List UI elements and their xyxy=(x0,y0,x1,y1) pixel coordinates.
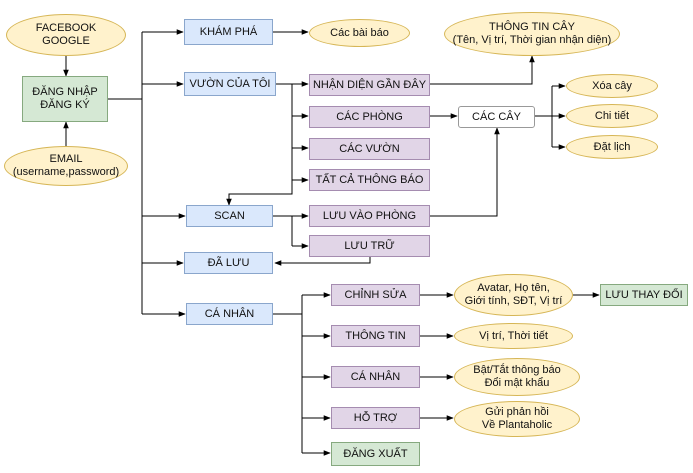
bat-tat-line-2: Đổi mật khẩu xyxy=(484,377,550,389)
cac-phong-node: CÁC PHÒNG xyxy=(309,106,430,128)
cac-bai-bao-node: Các bài báo xyxy=(309,19,410,47)
xoa-cay-node: Xóa cây xyxy=(566,74,658,98)
ca-nhan-sub-node: CÁ NHÂN xyxy=(331,366,420,388)
cac-cay-node: CÁC CÂY xyxy=(458,106,535,128)
cac-bai-bao-label: Các bài báo xyxy=(330,26,389,39)
ca-nhan-label: CÁ NHÂN xyxy=(204,307,255,320)
facebook-google-line-2: GOOGLE xyxy=(42,35,90,47)
arrow-vuon-to-scan xyxy=(226,180,293,206)
da-luu-label: ĐÃ LƯU xyxy=(207,256,250,269)
avatar-line-2: Giới tính, SĐT, Vị trí xyxy=(464,295,563,307)
tat-ca-thong-bao-node: TẤT CẢ THÔNG BÁO xyxy=(309,169,430,191)
chinh-sua-label: CHỈNH SỬA xyxy=(344,288,407,301)
dat-lich-node: Đặt lịch xyxy=(566,135,658,159)
kham-pha-node: KHÁM PHÁ xyxy=(184,19,273,45)
nhan-dien-label: NHẬN DIỆN GẦN ĐÂY xyxy=(312,78,427,91)
bat-tat-line-1: Bật/Tắt thông báo xyxy=(473,364,561,377)
dang-nhap-node: ĐĂNG NHẬP ĐĂNG KÝ xyxy=(22,76,108,122)
thong-tin-node: THÔNG TIN xyxy=(331,325,420,347)
luu-tru-label: LƯU TRỮ xyxy=(344,239,395,252)
vi-tri-node: Vị trí, Thời tiết xyxy=(454,323,573,349)
thong-tin-cay-node: THÔNG TIN CÂY (Tên, Vị trí, Thời gian nh… xyxy=(444,12,620,56)
vi-tri-label: Vị trí, Thời tiết xyxy=(479,329,548,342)
arrow-nhan-dien-to-thong-tin-cay xyxy=(430,55,535,85)
cac-phong-label: CÁC PHÒNG xyxy=(336,110,403,123)
luu-thay-doi-node: LƯU THAY ĐỔI xyxy=(600,284,688,306)
arrow-luu-tru-to-da-luu xyxy=(274,257,371,266)
luu-vao-phong-label: LƯU VÀO PHÒNG xyxy=(322,209,417,222)
scan-label: SCAN xyxy=(214,209,245,222)
cac-vuon-label: CÁC VƯỜN xyxy=(339,142,400,155)
scan-node: SCAN xyxy=(186,205,273,227)
luu-tru-node: LƯU TRỮ xyxy=(309,235,430,257)
facebook-google-node: FACEBOOK GOOGLE xyxy=(6,14,126,56)
ho-tro-label: HỖ TRỢ xyxy=(353,411,398,424)
facebook-google-line-1: FACEBOOK xyxy=(35,22,97,35)
dang-xuat-node: ĐĂNG XUẤT xyxy=(331,442,420,466)
gui-phan-hoi-line-2: Về Plantaholic xyxy=(481,419,553,431)
thong-tin-label: THÔNG TIN xyxy=(345,329,406,342)
dang-xuat-label: ĐĂNG XUẤT xyxy=(343,447,408,460)
email-node: EMAIL (username,password) xyxy=(4,146,128,186)
bat-tat-node: Bật/Tắt thông báo Đổi mật khẩu xyxy=(454,358,580,396)
dang-nhap-line-2: ĐĂNG KÝ xyxy=(40,99,90,111)
vuon-cua-toi-node: VƯỜN CỦA TÔI xyxy=(184,72,276,96)
gui-phan-hoi-line-1: Gửi phản hồi xyxy=(485,406,549,419)
arrow-luu-vao-phong-to-cac-cay xyxy=(430,127,500,217)
nhan-dien-node: NHẬN DIỆN GẦN ĐÂY xyxy=(309,74,430,96)
vuon-cua-toi-label: VƯỜN CỦA TÔI xyxy=(189,77,271,90)
xoa-cay-label: Xóa cây xyxy=(592,79,632,92)
tat-ca-thong-bao-label: TẤT CẢ THÔNG BÁO xyxy=(315,173,424,186)
ca-nhan-sub-label: CÁ NHÂN xyxy=(350,370,401,383)
chinh-sua-node: CHỈNH SỬA xyxy=(331,284,420,306)
avatar-node: Avatar, Họ tên, Giới tính, SĐT, Vị trí xyxy=(454,274,573,316)
da-luu-node: ĐÃ LƯU xyxy=(184,252,273,274)
email-line-2: (username,password) xyxy=(12,166,120,178)
kham-pha-label: KHÁM PHÁ xyxy=(199,25,258,38)
thong-tin-cay-line-2: (Tên, Vị trí, Thời gian nhận diện) xyxy=(452,34,612,46)
dang-nhap-line-1: ĐĂNG NHẬP xyxy=(32,86,98,99)
cac-cay-label: CÁC CÂY xyxy=(472,110,521,123)
chi-tiet-node: Chi tiết xyxy=(566,104,658,128)
avatar-line-1: Avatar, Họ tên, xyxy=(477,282,550,295)
cac-vuon-node: CÁC VƯỜN xyxy=(309,138,430,160)
chi-tiet-label: Chi tiết xyxy=(594,109,630,122)
gui-phan-hoi-node: Gửi phản hồi Về Plantaholic xyxy=(454,401,580,437)
thong-tin-cay-line-1: THÔNG TIN CÂY xyxy=(489,21,575,34)
luu-vao-phong-node: LƯU VÀO PHÒNG xyxy=(309,205,430,227)
ho-tro-node: HỖ TRỢ xyxy=(331,407,420,429)
email-line-1: EMAIL xyxy=(49,153,83,166)
luu-thay-doi-label: LƯU THAY ĐỔI xyxy=(605,288,683,301)
ca-nhan-node: CÁ NHÂN xyxy=(186,303,273,325)
dat-lich-label: Đặt lịch xyxy=(593,140,631,153)
